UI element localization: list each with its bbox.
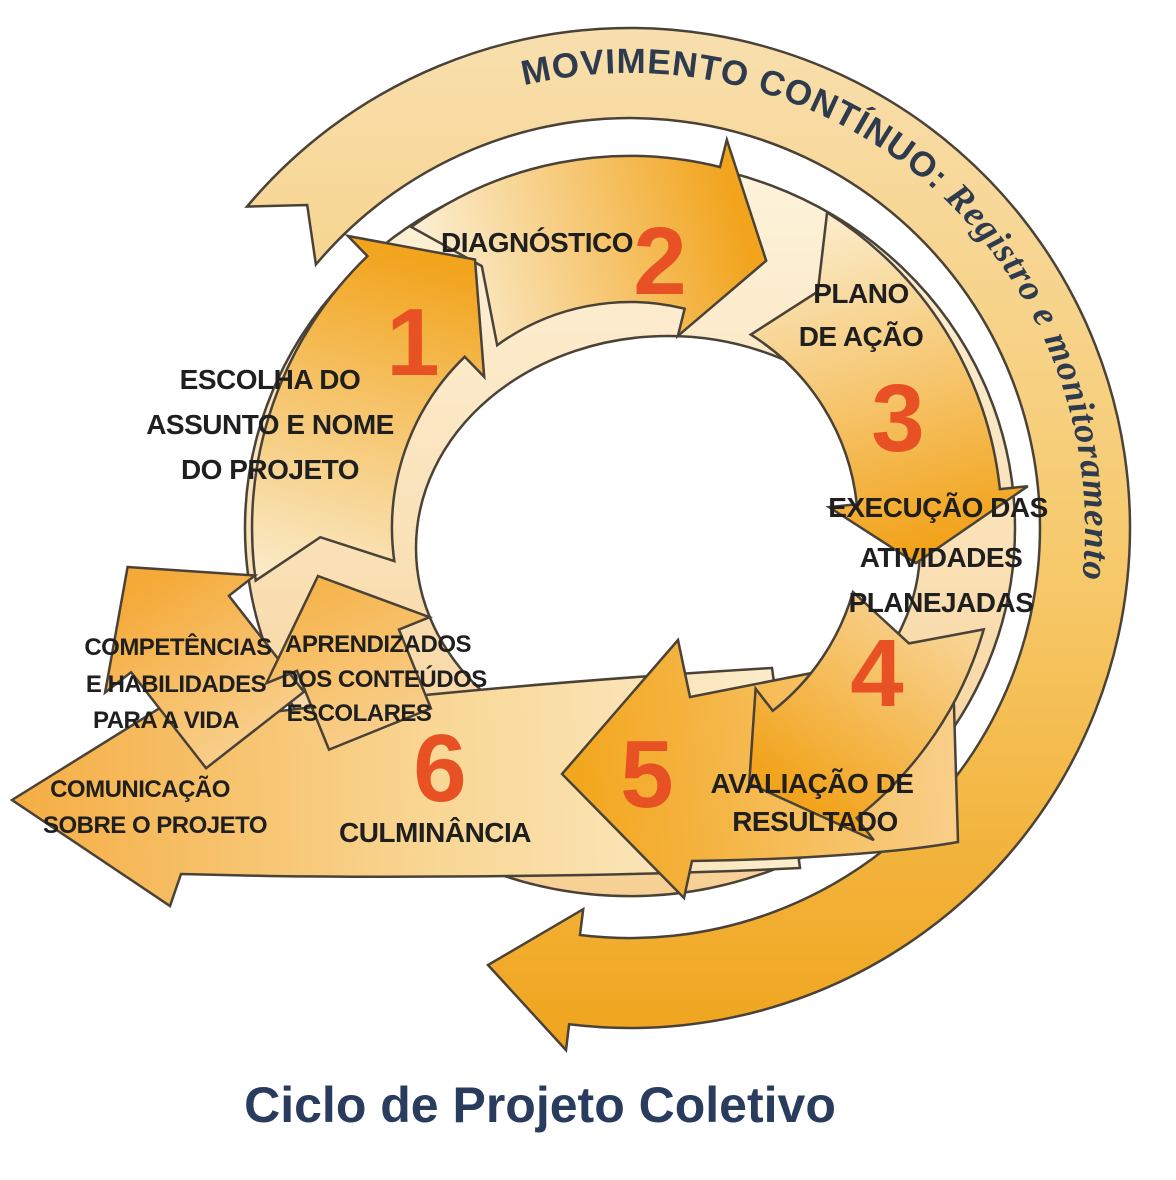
comunicacao-label-line1: COMUNICAÇÃO [50,775,230,803]
step6-number: 6 [413,715,466,822]
competencias-label-line1: COMPETÊNCIAS [84,633,272,661]
step3-label-line2: DE AÇÃO [799,321,924,352]
step2-arrow [408,135,768,348]
step6-label-line1: CULMINÂNCIA [339,817,531,848]
step2-label-line1: DIAGNÓSTICO [441,227,633,258]
step1-number: 1 [386,289,439,396]
aprendizados-label-line2: DOS CONTEÚDOS [281,665,487,693]
aprendizados-arrow [263,574,434,752]
step3-label-line1: PLANO [813,278,909,309]
competencias-label-line3: PARA A VIDA [93,707,239,734]
step1-arrow [250,234,486,583]
step4-label-line3: PLANEJADAS [849,587,1034,618]
outer-arc-band [244,26,1132,1053]
step1-label-line3: DO PROJETO [181,454,359,485]
step1-label-line1: ESCOLHA DO [180,364,361,395]
step2-number: 2 [633,208,686,315]
competencias-arrow [103,565,306,770]
aprendizados-label-line3: ESCOLARES [287,700,432,727]
step5-label-line1: AVALIAÇÃO DE [711,768,914,799]
step5-label-line2: RESULTADO [732,806,898,837]
step1-label-line2: ASSUNTO E NOME [146,409,394,440]
step3-arrow [748,210,1029,565]
step4-label-line2: ATIVIDADES [860,542,1023,573]
diagram-title: Ciclo de Projeto Coletivo [244,1077,836,1133]
step4-number: 4 [850,620,903,727]
competencias-label-line2: E HABILIDADES [86,671,267,698]
comunicacao-label-line2: SOBRE O PROJETO [43,812,267,839]
aprendizados-label-line1: APRENDIZADOS [285,631,472,658]
step4-label-line1: EXECUÇÃO DAS [828,492,1048,523]
step5-number: 5 [620,721,673,828]
step4-arrow [747,589,986,842]
step3-number: 3 [871,365,924,472]
